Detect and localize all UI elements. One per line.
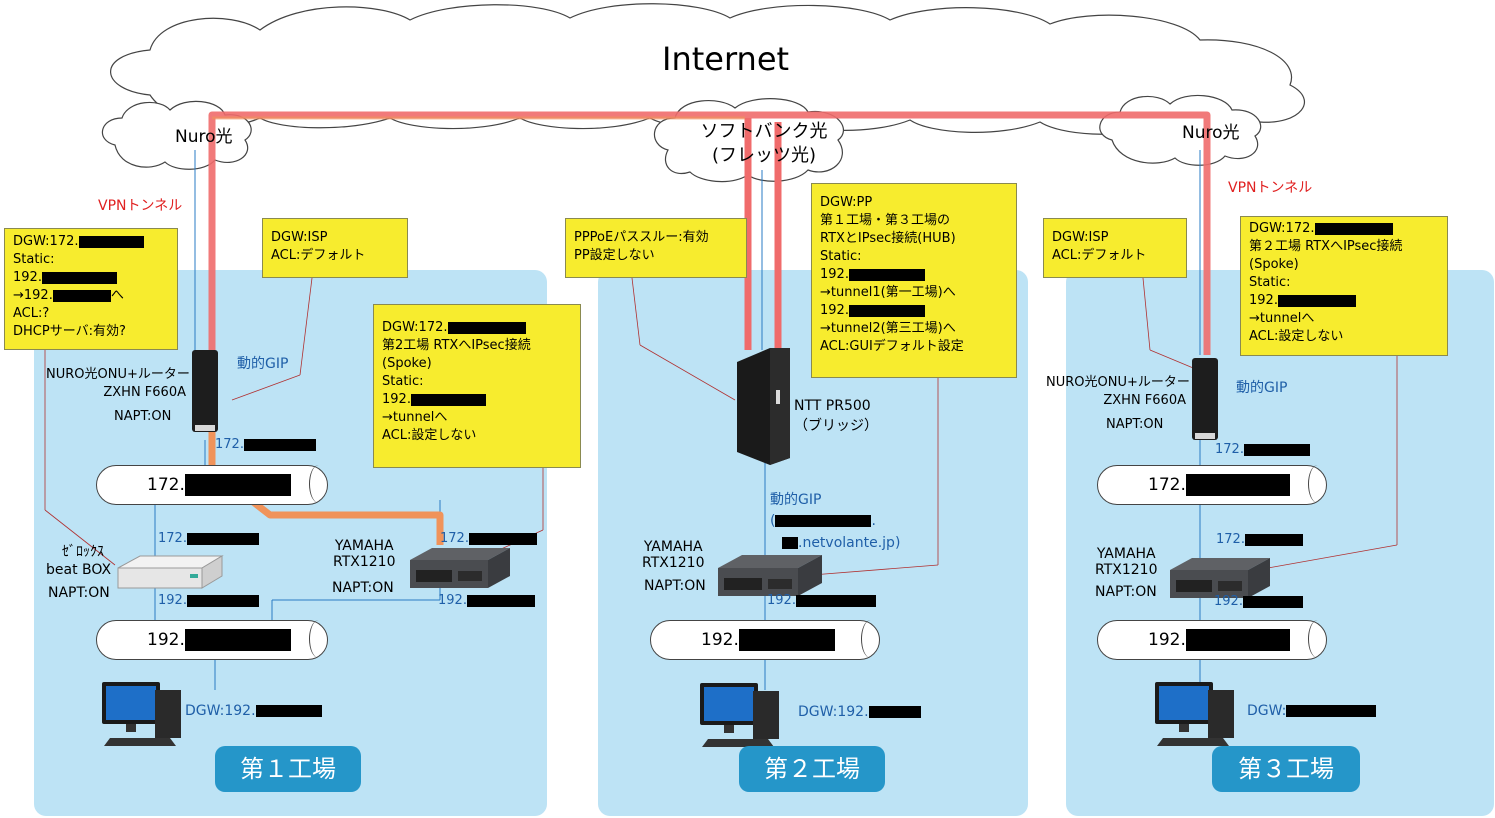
nuro-label-left: Nuro光 bbox=[175, 127, 233, 147]
factory3-lan2: 192. bbox=[1097, 620, 1327, 660]
internet-label: Internet bbox=[662, 40, 790, 78]
onu-name-line2: ZXHN F660A bbox=[1103, 393, 1186, 408]
factory1-rtx-name: YAMAHA RTX1210 bbox=[333, 538, 395, 570]
softbank-label: ソフトバンク光 (フレッツ光) bbox=[684, 120, 844, 168]
rtx-name-line1: YAMAHA bbox=[334, 538, 394, 554]
ntt-pr500-icon bbox=[737, 348, 790, 465]
factory1-lan2: 192. bbox=[96, 620, 328, 660]
factory2-lan: 192. bbox=[650, 620, 880, 660]
beatbox-name-line2: beat BOX bbox=[46, 562, 112, 578]
factory2-dynamic-gip: 動的GIP bbox=[770, 492, 822, 508]
factory3-pc-dgw: DGW: bbox=[1247, 703, 1377, 719]
factory1-onu-napt: NAPT:ON bbox=[114, 409, 172, 424]
factory3-note-onu: DGW:ISP ACL:デフォルト bbox=[1043, 218, 1187, 278]
factory1-note-rtx: DGW:172. 第2工場 RTXへIPsec接続 (Spoke) Static… bbox=[373, 304, 581, 468]
factory1-beatbox-name: ｾﾞﾛｯｸｽ beat BOX bbox=[46, 543, 111, 579]
factory3-onu-name: NURO光ONU+ルーター ZXHN F660A bbox=[1046, 374, 1190, 410]
onu-name-line1: NURO光ONU+ルーター bbox=[46, 367, 190, 382]
vpn-label-left: VPNトンネル bbox=[98, 198, 183, 214]
factory3-onu-napt: NAPT:ON bbox=[1106, 417, 1164, 432]
factory1-note-left: DGW:172. Static: 192. →192.へ ACL:? DHCPサ… bbox=[4, 228, 178, 350]
pc-right-icon bbox=[1155, 682, 1234, 746]
pc-center-icon bbox=[700, 683, 779, 747]
onu-left-icon bbox=[192, 350, 218, 432]
rtx-name-line2: RTX1210 bbox=[333, 554, 396, 570]
ntt-name-line2: （ブリッジ） bbox=[794, 418, 878, 434]
softbank-label-line2: (フレッツ光) bbox=[711, 145, 817, 166]
factory1-rtx-ip-bottom: 192. bbox=[438, 593, 535, 608]
rtx-name-line1: YAMAHA bbox=[1096, 546, 1156, 562]
vpn-label-right: VPNトンネル bbox=[1228, 180, 1313, 196]
rtx1210-center-icon bbox=[718, 555, 822, 596]
factory2-rtx-napt: NAPT:ON bbox=[644, 578, 706, 594]
pc-left-icon bbox=[102, 682, 181, 746]
factory1-badge: 第１工場 bbox=[215, 746, 361, 792]
factory2-badge: 第２工場 bbox=[739, 746, 885, 792]
factory3-rtx-napt: NAPT:ON bbox=[1095, 584, 1157, 600]
factory2-rtx-name: YAMAHA RTX1210 bbox=[642, 539, 704, 571]
factory2-pc-dgw: DGW:192. bbox=[798, 704, 921, 720]
factory3-onu-ip: 172. bbox=[1215, 442, 1310, 457]
factory1-rtx-ip-top: 172. bbox=[440, 531, 537, 546]
factory1-pc-dgw: DGW:192. bbox=[185, 703, 322, 719]
factory1-onu-name: NURO光ONU+ルーター ZXHN F660A bbox=[46, 366, 190, 402]
factory1-dynamic-gip: 動的GIP bbox=[237, 356, 289, 372]
onu-right-icon bbox=[1192, 358, 1218, 440]
softbank-label-line1: ソフトバンク光 bbox=[700, 121, 828, 142]
factory3-rtx-name: YAMAHA RTX1210 bbox=[1095, 546, 1157, 578]
onu-name-line1: NURO光ONU+ルーター bbox=[1046, 375, 1190, 390]
factory1-beatbox-napt: NAPT:ON bbox=[48, 585, 110, 601]
factory1-beatbox-ip-top: 172. bbox=[158, 531, 259, 546]
beatbox-icon bbox=[117, 555, 224, 589]
factory2-ddns: (. .netvolante.jp) bbox=[770, 513, 901, 551]
rtx1210-right-icon bbox=[1170, 558, 1270, 598]
internet-cloud-icon bbox=[110, 3, 1305, 136]
factory1-onu-ip: 172. bbox=[215, 437, 316, 452]
factory2-ntt-name: NTT PR500 （ブリッジ） bbox=[794, 396, 878, 436]
factory2-note-pppoe: PPPoEパススルー:有効 PP設定しない bbox=[565, 218, 747, 278]
factory1-note-onu: DGW:ISP ACL:デフォルト bbox=[262, 218, 408, 278]
rtx-name-line2: RTX1210 bbox=[1095, 562, 1158, 578]
ntt-name-line1: NTT PR500 bbox=[794, 398, 871, 414]
factory2-note-rtx: DGW:PP 第１工場・第３工場の RTXとIPsec接続(HUB) Stati… bbox=[811, 183, 1017, 378]
nuro-label-right: Nuro光 bbox=[1182, 123, 1240, 143]
factory1-lan1: 172. bbox=[96, 465, 328, 505]
factory3-rtx-ip-top: 172. bbox=[1216, 532, 1303, 547]
rtx1210-left-icon bbox=[410, 548, 510, 588]
factory2-rtx-ip: 192. bbox=[767, 593, 876, 608]
onu-name-line2: ZXHN F660A bbox=[103, 385, 186, 400]
factory3-rtx-ip-bottom: 192. bbox=[1214, 594, 1303, 609]
factory1-rtx-napt: NAPT:ON bbox=[332, 580, 394, 596]
beatbox-name-line1: ｾﾞﾛｯｸｽ bbox=[62, 544, 104, 560]
factory1-beatbox-ip-bottom: 192. bbox=[158, 593, 259, 608]
factory3-dynamic-gip: 動的GIP bbox=[1236, 380, 1288, 396]
factory3-badge: 第３工場 bbox=[1212, 746, 1360, 792]
factory3-note-rtx: DGW:172. 第２工場 RTXへIPsec接続 (Spoke) Static… bbox=[1240, 216, 1448, 356]
rtx-name-line2: RTX1210 bbox=[642, 555, 705, 571]
factory3-lan1: 172. bbox=[1097, 465, 1327, 505]
rtx-name-line1: YAMAHA bbox=[643, 539, 703, 555]
